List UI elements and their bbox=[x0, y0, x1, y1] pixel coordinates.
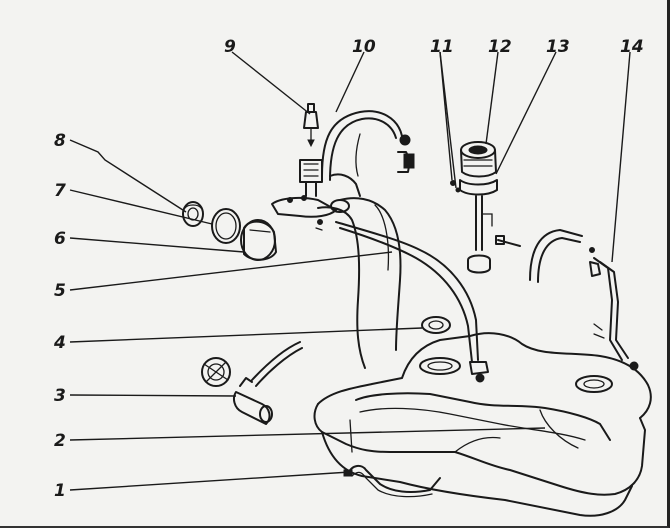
callout-7: 7 bbox=[54, 181, 66, 201]
callout-labels: 1 2 3 4 5 6 7 8 9 10 11 12 13 14 bbox=[53, 37, 644, 501]
callout-4: 4 bbox=[53, 333, 66, 353]
fuel-lines bbox=[335, 221, 489, 383]
callout-10: 10 bbox=[352, 37, 376, 57]
fuel-line-bracket bbox=[529, 229, 639, 371]
callout-2: 2 bbox=[54, 431, 66, 451]
fuel-pump bbox=[201, 341, 303, 425]
vent-valve bbox=[299, 103, 323, 197]
callout-leaders bbox=[69, 51, 631, 491]
callout-9: 9 bbox=[224, 37, 236, 57]
filler-neck-pipe bbox=[271, 173, 402, 369]
callout-3: 3 bbox=[54, 386, 66, 406]
filler-cap-parts bbox=[182, 201, 277, 261]
callout-5: 5 bbox=[54, 281, 66, 301]
callout-1: 1 bbox=[54, 481, 66, 501]
callout-8: 8 bbox=[54, 131, 66, 151]
vent-hose bbox=[321, 110, 415, 181]
callout-14: 14 bbox=[620, 37, 644, 57]
callout-6: 6 bbox=[54, 229, 66, 249]
callout-11: 11 bbox=[430, 37, 454, 57]
callout-13: 13 bbox=[546, 37, 570, 57]
fuel-gauge-sender bbox=[450, 141, 521, 274]
callout-12: 12 bbox=[488, 37, 512, 57]
fuel-tank bbox=[313, 316, 652, 517]
